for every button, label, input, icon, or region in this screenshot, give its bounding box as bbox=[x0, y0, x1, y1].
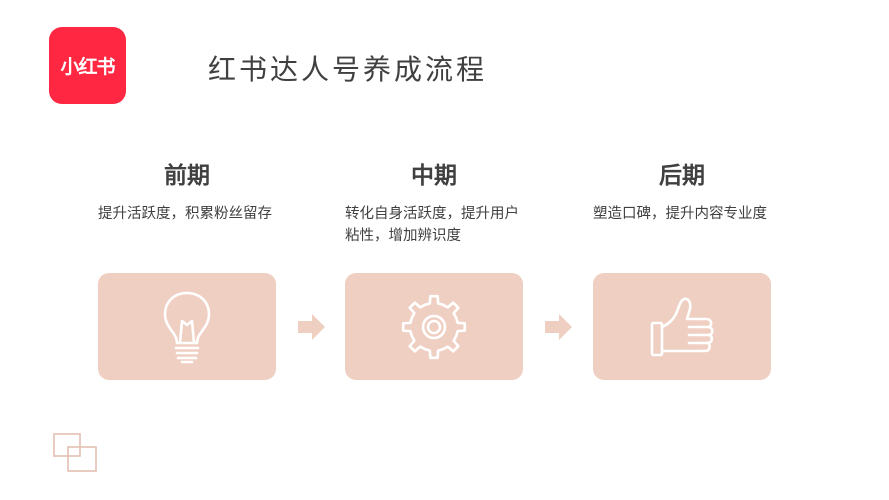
xiaohongshu-logo: 小红书 bbox=[49, 27, 126, 104]
overlapping-squares-decoration bbox=[53, 433, 97, 472]
stage-card bbox=[593, 273, 771, 380]
stage-heading: 前期 bbox=[164, 163, 210, 189]
arrow-right-icon bbox=[298, 314, 325, 340]
stage-card bbox=[98, 273, 276, 380]
stage-heading: 中期 bbox=[411, 163, 457, 189]
arrow-right-icon bbox=[545, 314, 572, 340]
stage-description: 塑造口碑，提升内容专业度 bbox=[593, 206, 767, 222]
stage-description: 提升活跃度，积累粉丝留存 bbox=[98, 206, 272, 222]
stage-description: 转化自身活跃度，提升用户粘性，增加辨识度 bbox=[345, 206, 519, 244]
lightbulb-icon bbox=[163, 291, 211, 363]
stage-heading: 后期 bbox=[659, 163, 705, 189]
thumbs-up-icon bbox=[650, 297, 714, 356]
logo-text: 小红书 bbox=[60, 56, 115, 78]
stage-card bbox=[345, 273, 523, 380]
gear-icon bbox=[401, 294, 467, 359]
page-title: 红书达人号养成流程 bbox=[208, 53, 488, 86]
